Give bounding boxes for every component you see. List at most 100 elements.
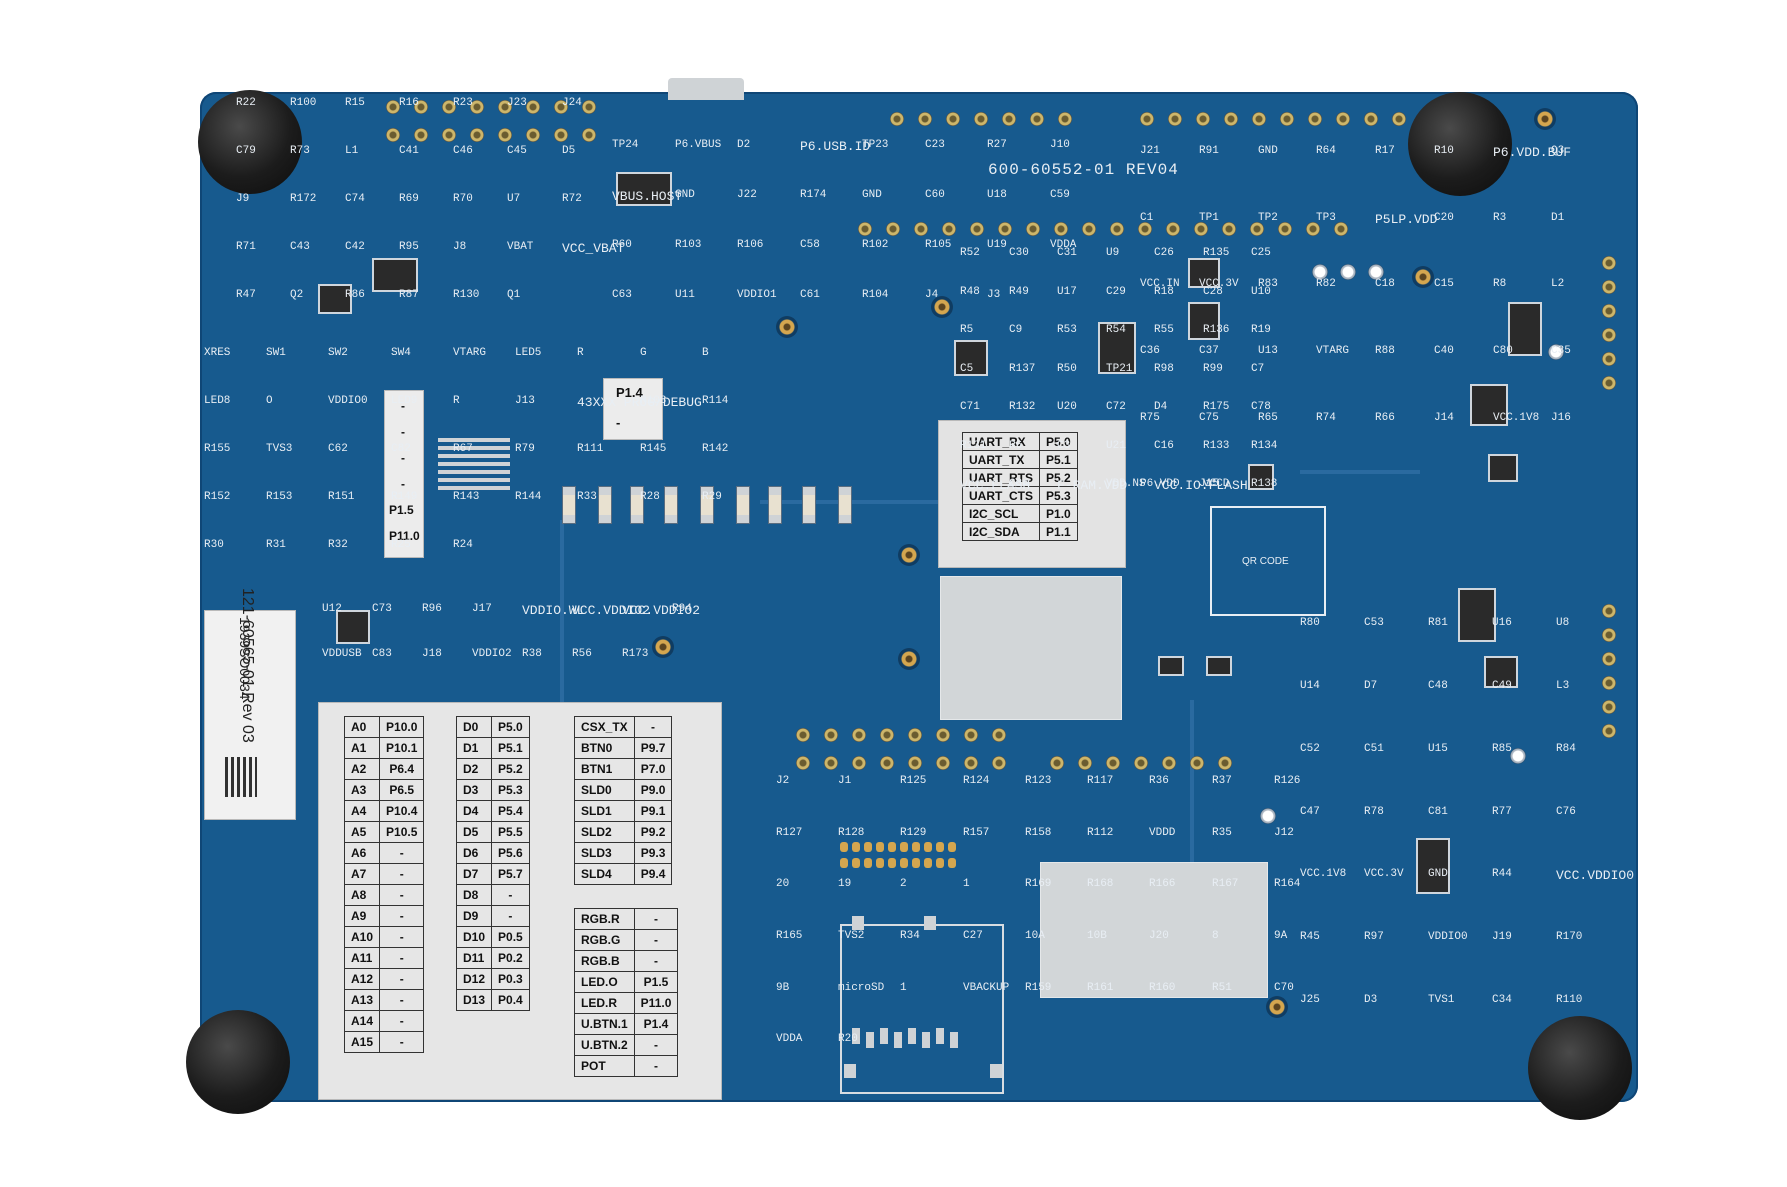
pin-name-cell: D4 bbox=[455, 800, 493, 822]
silkscreen-label: C5 bbox=[960, 363, 974, 375]
silkscreen-label: C60 bbox=[925, 189, 945, 201]
pin-name-cell: U.BTN.2 bbox=[574, 1034, 635, 1056]
header-pin bbox=[974, 112, 988, 126]
silkscreen-label: R5 bbox=[960, 324, 974, 336]
pin-name-cell: A3 bbox=[343, 779, 381, 801]
pin-name-cell: POT bbox=[574, 1055, 635, 1077]
header-pin bbox=[1308, 112, 1322, 126]
silkscreen-label: VCC.VDDIO2 bbox=[622, 603, 701, 618]
pin-name-cell: D5 bbox=[455, 821, 493, 843]
silkscreen-label: C79 bbox=[236, 145, 256, 157]
ic-u12 bbox=[336, 610, 370, 644]
rubber-foot bbox=[1528, 1016, 1632, 1120]
microsd-pad bbox=[950, 1032, 958, 1048]
silkscreen-label: C29 bbox=[1106, 286, 1126, 298]
silkscreen-label: C23 bbox=[925, 139, 945, 151]
header-pin bbox=[964, 728, 978, 742]
pin-port-cell: - bbox=[633, 716, 673, 738]
silkscreen-label: C18 bbox=[1375, 278, 1395, 290]
silkscreen-label: C27 bbox=[963, 930, 983, 942]
silkscreen-label: R97 bbox=[1364, 931, 1384, 943]
rubber-foot bbox=[186, 1010, 290, 1114]
silkscreen-label: C71 bbox=[960, 401, 980, 413]
header-pin bbox=[1166, 222, 1180, 236]
silkscreen-label: R30 bbox=[204, 539, 224, 551]
qr-code-area: QR CODE bbox=[1210, 506, 1326, 616]
silkscreen-label: R29 bbox=[702, 491, 722, 503]
header-pin bbox=[1054, 222, 1068, 236]
resistor-pad bbox=[802, 486, 816, 524]
silkscreen-label: U20 bbox=[1057, 401, 1077, 413]
silkscreen-label: R38 bbox=[522, 648, 542, 660]
silkscreen-label: J12 bbox=[1274, 827, 1294, 839]
header-pin bbox=[1218, 756, 1232, 770]
test-point-vccd bbox=[898, 648, 920, 670]
silkscreen-label: R175 bbox=[1203, 401, 1230, 413]
header-pin bbox=[1602, 652, 1616, 666]
pin-table-row: CSX_TX- bbox=[574, 716, 673, 738]
silkscreen-label: C42 bbox=[345, 241, 365, 253]
header-pin bbox=[386, 100, 400, 114]
silkscreen-label: VCC.1V8 bbox=[1300, 868, 1347, 880]
pin-port-cell: - bbox=[379, 947, 425, 969]
silkscreen-label: C16 bbox=[1154, 440, 1174, 452]
silkscreen-label: U18 bbox=[987, 189, 1007, 201]
silkscreen-label: R17 bbox=[1375, 145, 1395, 157]
silkscreen-label: R85 bbox=[1492, 743, 1512, 755]
silkscreen-label: VDDA bbox=[776, 1033, 803, 1045]
pin-port-cell: P1.4 bbox=[633, 1013, 679, 1035]
j13-pin-text: - bbox=[401, 425, 405, 439]
header-pin bbox=[1602, 352, 1616, 366]
j12-pad bbox=[912, 858, 920, 868]
pin-name-cell: A9 bbox=[343, 905, 381, 927]
silkscreen-label: J3 bbox=[987, 289, 1001, 301]
j12-pad bbox=[852, 858, 860, 868]
silkscreen-label: J2 bbox=[776, 775, 790, 787]
silkscreen-label: R169 bbox=[1025, 878, 1052, 890]
pin-name-cell: A2 bbox=[343, 758, 381, 780]
header-pin bbox=[1602, 376, 1616, 390]
silkscreen-label: R70 bbox=[453, 193, 473, 205]
silkscreen-label: R75 bbox=[1140, 412, 1160, 424]
j12-pad bbox=[852, 842, 860, 852]
silkscreen-label: R135 bbox=[1203, 247, 1230, 259]
ic-d2 bbox=[616, 172, 672, 206]
pin-port-cell: - bbox=[379, 1010, 425, 1032]
header-pin bbox=[908, 728, 922, 742]
pin-name-cell: A0 bbox=[343, 716, 381, 738]
pin-port-cell: P0.5 bbox=[491, 926, 530, 948]
silkscreen-label: U9 bbox=[1106, 247, 1120, 259]
silkscreen-label: R34 bbox=[900, 930, 920, 942]
header-pin bbox=[998, 222, 1012, 236]
pcb-trace bbox=[1300, 470, 1420, 474]
pin-table-row: A6- bbox=[343, 842, 425, 864]
silkscreen-label: C62 bbox=[328, 443, 348, 455]
silkscreen-label: J9 bbox=[236, 193, 250, 205]
silkscreen-label: R128 bbox=[838, 827, 865, 839]
silkscreen-label: VDD.NS bbox=[1106, 478, 1146, 490]
silkscreen-label: R166 bbox=[1149, 878, 1176, 890]
silkscreen-label: R82 bbox=[1316, 278, 1336, 290]
pin-port-cell: P9.1 bbox=[633, 800, 673, 822]
silkscreen-label: U10 bbox=[1251, 286, 1271, 298]
pin-name-cell: A8 bbox=[343, 884, 381, 906]
pin-name-cell: UART_CTS bbox=[961, 486, 1041, 505]
header-pin bbox=[1194, 222, 1208, 236]
j12-pad bbox=[876, 842, 884, 852]
pin-port-cell: P9.3 bbox=[633, 842, 673, 864]
silkscreen-label: VDDD bbox=[1149, 827, 1176, 839]
ic-c45 bbox=[372, 258, 418, 292]
silkscreen-label: P6.VBUS bbox=[675, 139, 722, 151]
silkscreen-label: C7 bbox=[1251, 363, 1265, 375]
pin-port-cell: P0.3 bbox=[491, 968, 530, 990]
silkscreen-label: R56 bbox=[572, 648, 592, 660]
silkscreen-label: R32 bbox=[328, 539, 348, 551]
silkscreen-label: F-RAM.VDD bbox=[1057, 478, 1128, 493]
